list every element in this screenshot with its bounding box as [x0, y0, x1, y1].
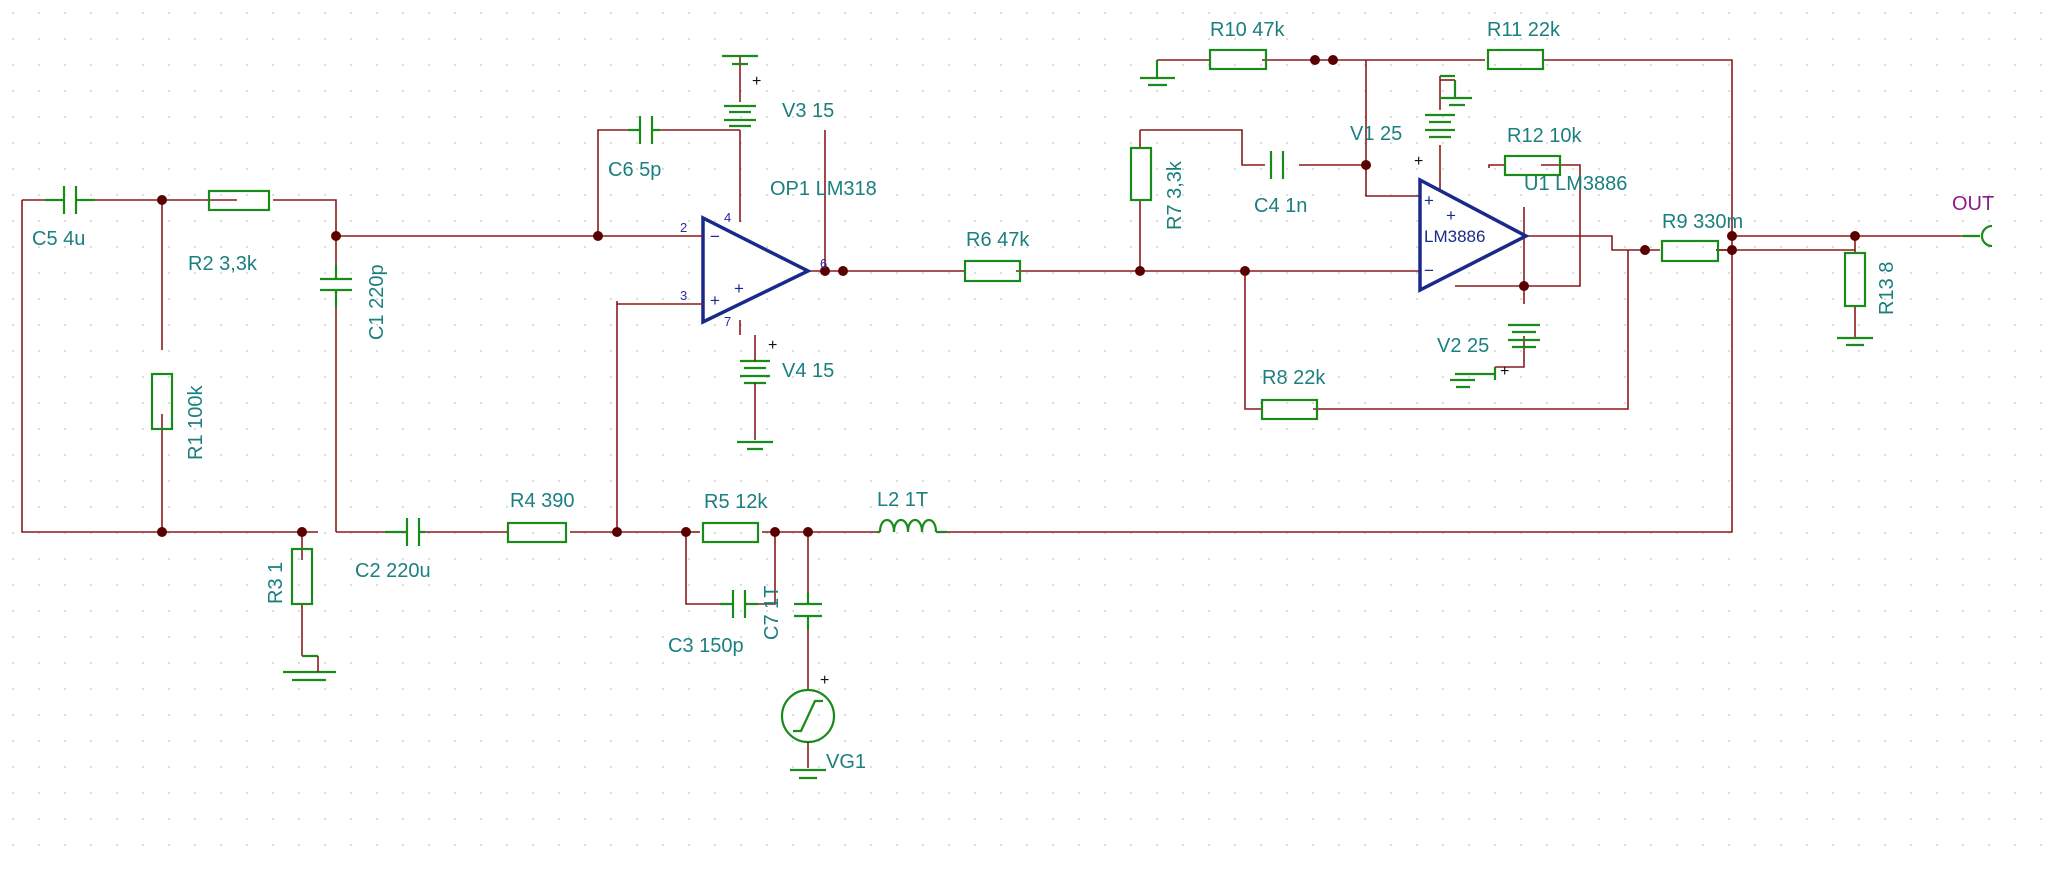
capacitor-c3[interactable] [720, 590, 758, 618]
v2-plus-mark: + [1500, 363, 1509, 380]
signal-generator-vg1[interactable] [780, 688, 836, 768]
capacitor-c4[interactable] [1269, 151, 1285, 179]
label-c6: C6 5p [608, 159, 661, 181]
u1-plus-sign-inner: + [1446, 206, 1456, 225]
label-r9: R9 330m [1662, 211, 1743, 233]
op1-plus-sign-inner: + [734, 279, 744, 298]
resistor-r7[interactable] [1129, 146, 1153, 202]
label-l2: L2 1T [877, 489, 928, 511]
resistor-r3[interactable] [290, 547, 314, 606]
label-r5: R5 12k [704, 491, 768, 513]
vg1-plus-mark: + [820, 672, 829, 689]
capacitor-c2[interactable] [385, 518, 425, 546]
u1-plus-sign: + [1424, 191, 1434, 210]
label-c2: C2 220u [355, 560, 431, 582]
resistor-r12[interactable] [1503, 154, 1562, 177]
resistor-r6[interactable] [963, 259, 1022, 283]
resistor-r11[interactable] [1486, 48, 1545, 71]
op1-minus-sign: − [710, 227, 720, 246]
battery-v1[interactable] [1425, 113, 1455, 139]
pin-6-label: 6 [820, 256, 827, 271]
label-r7: R7 3,3k [1164, 160, 1186, 230]
capacitor-c5[interactable] [45, 186, 95, 214]
label-r13: R13 8 [1876, 262, 1898, 315]
v1-plus-mark: + [1414, 153, 1423, 170]
inductor-l2[interactable] [877, 518, 947, 534]
label-r6: R6 47k [966, 229, 1030, 251]
resistor-r2[interactable] [207, 189, 271, 212]
label-c4: C4 1n [1254, 195, 1307, 217]
label-c1: C1 220p [366, 264, 388, 340]
resistor-r9[interactable] [1660, 239, 1720, 263]
label-v4: V4 15 [782, 360, 834, 382]
resistor-r4[interactable] [506, 521, 568, 544]
battery-v4[interactable] [740, 335, 770, 406]
label-u1: U1 LM3886 [1524, 173, 1627, 195]
resistor-r5[interactable] [701, 521, 760, 544]
label-u1-body: LM3886 [1424, 227, 1485, 246]
battery-v3[interactable] [724, 104, 756, 128]
ground-symbols [283, 54, 1873, 780]
v4-plus-mark: + [768, 337, 777, 354]
label-c3: C3 150p [668, 635, 744, 657]
label-vg1: VG1 [826, 751, 866, 773]
resistor-r8[interactable] [1260, 398, 1319, 421]
op1-plus-sign: + [710, 291, 720, 310]
label-r12: R12 10k [1507, 125, 1582, 147]
u1-minus-sign: − [1424, 261, 1434, 280]
pin-4-label: 4 [724, 210, 731, 225]
opamp-u1[interactable] [1418, 177, 1530, 293]
junctions [157, 55, 1860, 537]
pin-7-label: 7 [724, 314, 731, 329]
capacitor-c1[interactable] [320, 265, 352, 308]
net-label-out: OUT [1952, 193, 1994, 215]
component-labels: C5 4u R2 3,3k R1 100k C1 220p R3 1 C2 22… [32, 19, 1994, 773]
label-r1: R1 100k [185, 385, 207, 460]
battery-v2[interactable] [1508, 323, 1540, 349]
v3-plus-mark: + [752, 73, 761, 90]
resistor-r13[interactable] [1843, 251, 1867, 308]
label-c7: C7 1T [761, 586, 783, 640]
wires [21, 56, 1963, 690]
pin-labels: 2 3 4 6 7 − + + + − + + + + + + [680, 73, 1509, 689]
capacitor-c6[interactable] [628, 116, 660, 144]
capacitor-c7[interactable] [794, 592, 822, 630]
resistor-r1[interactable] [150, 372, 174, 431]
output-terminal[interactable] [1963, 224, 1993, 248]
label-c5: C5 4u [32, 228, 85, 250]
label-r10: R10 47k [1210, 19, 1285, 41]
label-v3: V3 15 [782, 100, 834, 122]
pin-2-label: 2 [680, 220, 687, 235]
label-r8: R8 22k [1262, 367, 1326, 389]
label-r11: R11 22k [1487, 19, 1561, 41]
opamp-op1[interactable] [697, 215, 812, 325]
label-r4: R4 390 [510, 490, 575, 512]
label-r2: R2 3,3k [188, 253, 258, 275]
label-v2: V2 25 [1437, 335, 1489, 357]
resistor-r10[interactable] [1208, 48, 1268, 71]
label-v1: V1 25 [1350, 123, 1402, 145]
pin-3-label: 3 [680, 288, 687, 303]
label-r3: R3 1 [265, 562, 287, 604]
label-op1: OP1 LM318 [770, 178, 877, 200]
